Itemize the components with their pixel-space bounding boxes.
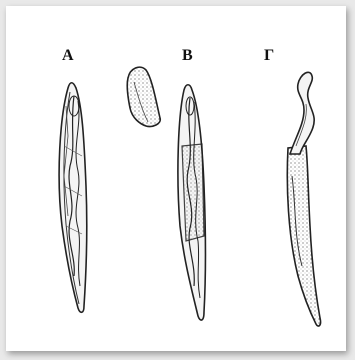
specimen-cap [127,67,160,126]
specimen-illustration [6,6,346,351]
specimen-g [287,72,320,326]
specimen-a [59,83,87,313]
label-g: Γ [264,48,274,64]
specimen-b [178,85,206,320]
label-b: B [182,48,193,64]
figure-frame: A B Γ [6,6,346,351]
label-a: A [62,48,74,64]
